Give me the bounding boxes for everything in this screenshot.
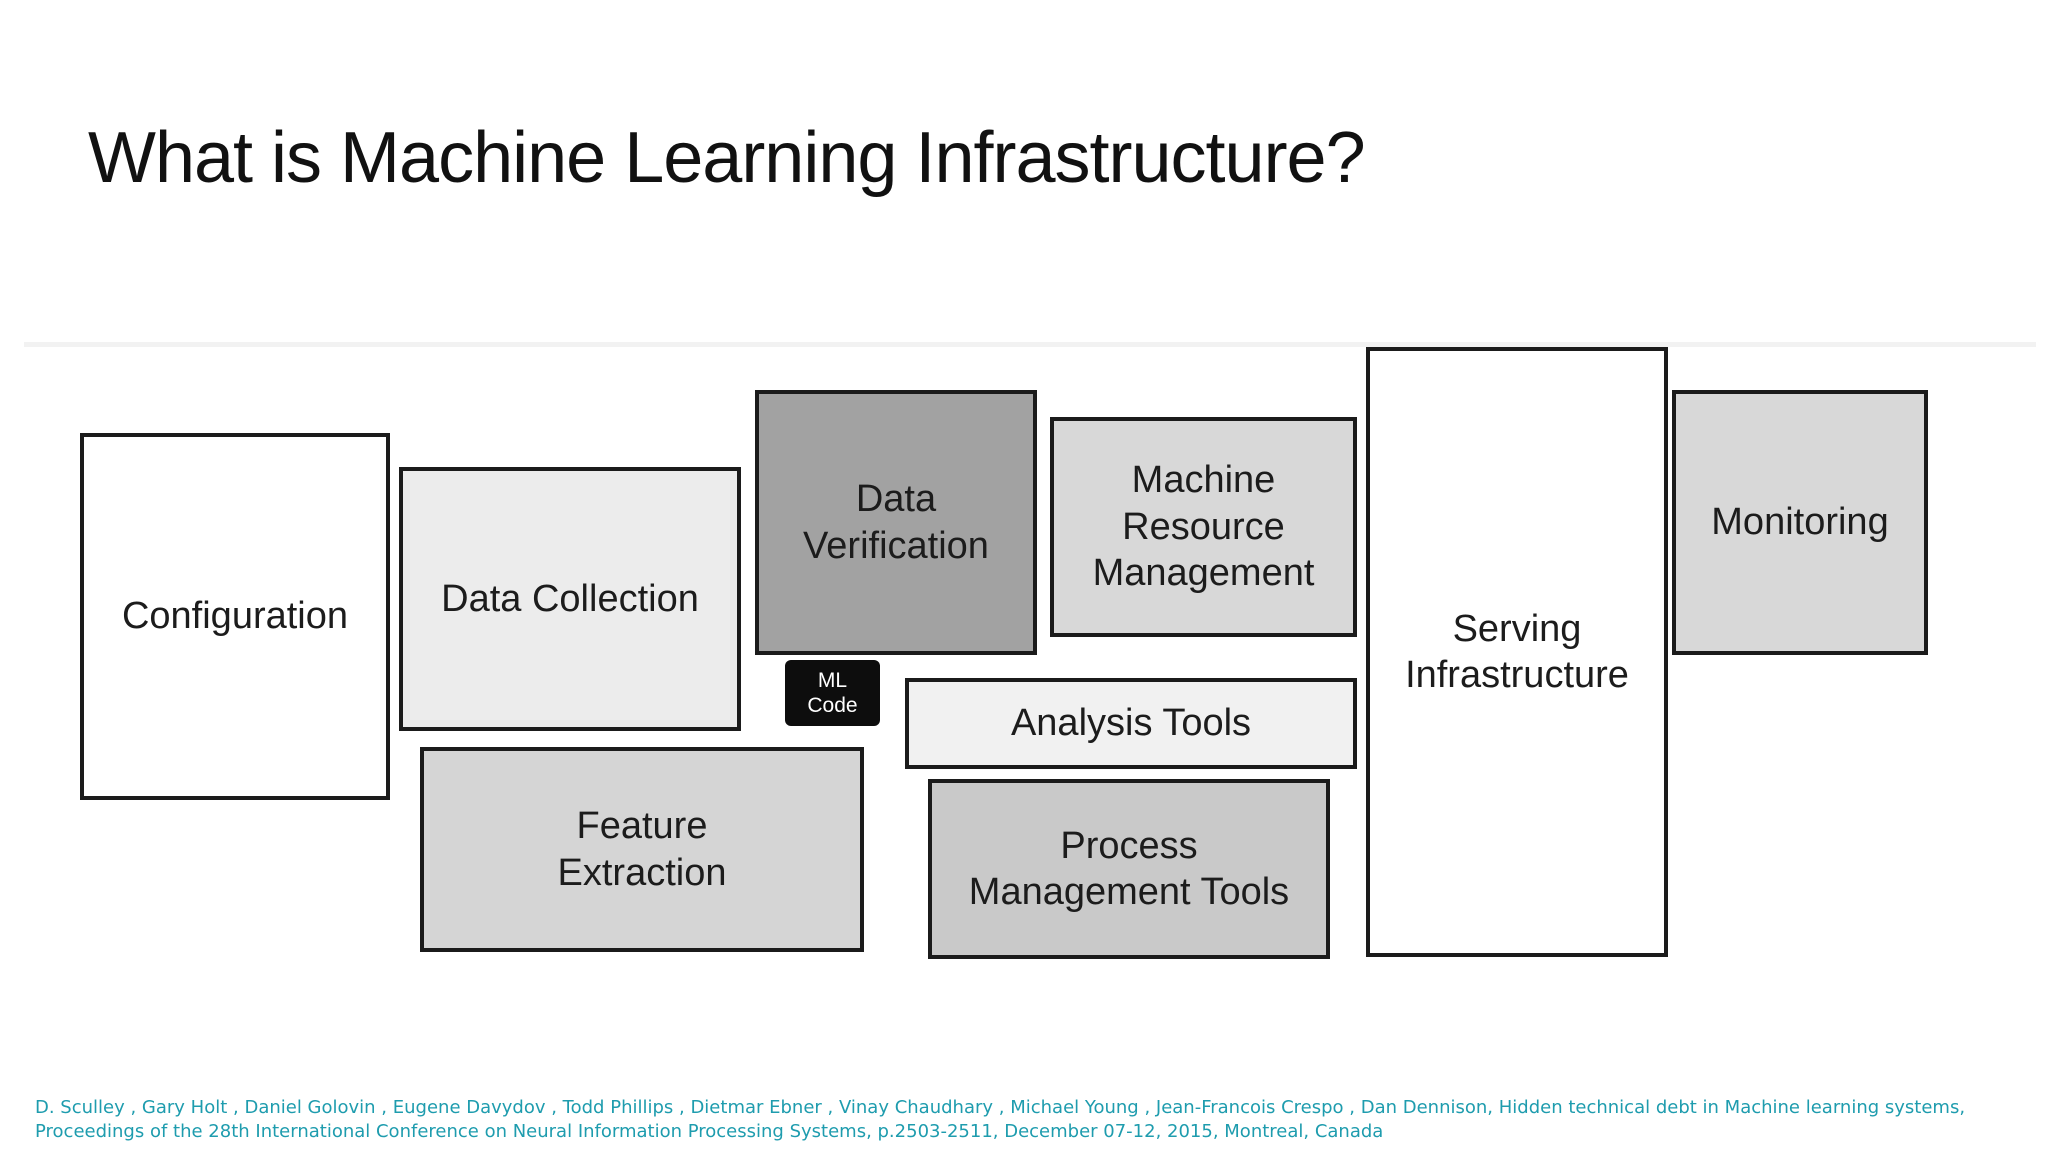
box-process-management-tools: Process Management Tools — [928, 779, 1330, 959]
box-data-verification-label: Data Verification — [803, 478, 989, 567]
citation-line-2: Proceedings of the 28th International Co… — [35, 1121, 1384, 1142]
box-data-collection: Data Collection — [399, 467, 741, 731]
content-divider-line — [24, 342, 2036, 347]
citation-line-1: D. Sculley , Gary Holt , Daniel Golovin … — [35, 1097, 1966, 1118]
box-feature-extraction-label: Feature Extraction — [557, 805, 727, 894]
box-serving-infrastructure-label: Serving Infrastructure — [1405, 607, 1629, 696]
box-process-management-tools-label: Process Management Tools — [968, 824, 1290, 913]
box-data-collection-label: Data Collection — [441, 577, 699, 620]
page-title: What is Machine Learning Infrastructure? — [88, 118, 1366, 198]
box-monitoring-label: Monitoring — [1711, 501, 1889, 544]
box-analysis-tools: Analysis Tools — [905, 678, 1357, 769]
citation: D. Sculley , Gary Holt , Daniel Golovin … — [35, 1096, 2025, 1144]
box-feature-extraction: Feature Extraction — [420, 747, 864, 952]
box-configuration: Configuration — [80, 433, 390, 800]
box-machine-resource-management: Machine Resource Management — [1050, 417, 1357, 637]
box-monitoring: Monitoring — [1672, 390, 1928, 655]
box-data-verification: Data Verification — [755, 390, 1037, 655]
box-analysis-tools-label: Analysis Tools — [1010, 702, 1252, 745]
box-machine-resource-management-label: Machine Resource Management — [1092, 459, 1315, 595]
box-configuration-label: Configuration — [121, 595, 349, 638]
box-ml-code: ML Code — [785, 660, 880, 726]
box-serving-infrastructure: Serving Infrastructure — [1366, 347, 1668, 957]
box-ml-code-label: ML Code — [807, 668, 858, 717]
